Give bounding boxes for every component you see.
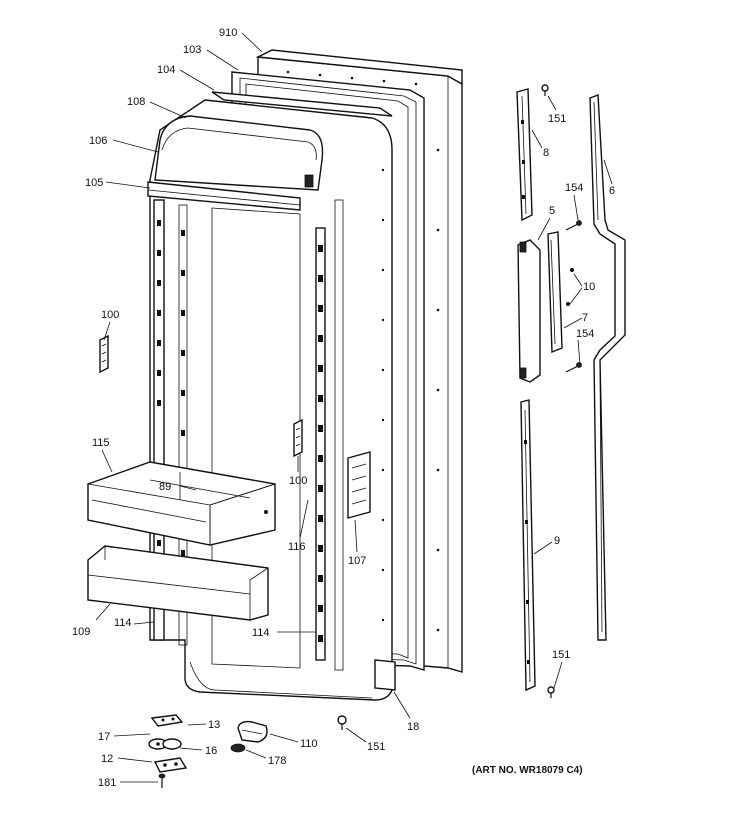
label-116: 116 xyxy=(288,541,306,553)
label-178: 178 xyxy=(268,755,286,767)
label-100-middle: 100 xyxy=(289,475,307,487)
label-151-top: 151 xyxy=(548,113,566,125)
door-bin xyxy=(86,461,276,546)
screw-bottom xyxy=(337,715,347,730)
screw-top-right xyxy=(541,84,549,96)
label-18: 18 xyxy=(407,721,419,733)
label-6: 6 xyxy=(609,185,615,197)
label-107: 107 xyxy=(348,555,366,567)
hinge-bracket xyxy=(347,451,371,519)
label-910: 910 xyxy=(219,27,237,39)
bottom-bracket xyxy=(374,659,396,691)
label-106: 106 xyxy=(89,135,107,147)
door-shelf-bar xyxy=(87,545,269,621)
label-110: 110 xyxy=(300,738,318,750)
label-7: 7 xyxy=(582,312,588,324)
label-100-upper: 100 xyxy=(101,309,119,321)
handle-long-trim xyxy=(589,94,626,641)
label-10: 10 xyxy=(583,281,595,293)
label-154-upper: 154 xyxy=(565,182,583,194)
handle-lower-trim xyxy=(520,399,536,692)
art-number-caption: (ART NO. WR18079 C4) xyxy=(472,765,583,776)
handle-bracket xyxy=(517,239,541,383)
label-5: 5 xyxy=(549,205,555,217)
label-114-left: 114 xyxy=(114,617,132,629)
label-109: 109 xyxy=(72,626,90,638)
part-labels: 910 103 104 108 106 105 100 115 89 100 1… xyxy=(72,27,615,789)
handle xyxy=(547,231,563,354)
clip-left xyxy=(99,334,109,374)
label-12: 12 xyxy=(101,753,113,765)
label-151-bottom: 151 xyxy=(367,741,385,753)
label-9: 9 xyxy=(554,535,560,547)
label-181: 181 xyxy=(98,777,116,789)
hinge-parts xyxy=(148,714,188,788)
label-114-right: 114 xyxy=(252,627,270,639)
label-151-right: 151 xyxy=(552,649,570,661)
label-108: 108 xyxy=(127,96,145,108)
dairy-compartment-door xyxy=(147,115,324,211)
label-89: 89 xyxy=(159,481,171,493)
label-154-lower: 154 xyxy=(576,328,594,340)
hinge-cap xyxy=(230,720,268,753)
clip-middle xyxy=(293,418,303,458)
screw-bottom-right xyxy=(547,686,555,698)
label-16: 16 xyxy=(205,745,217,757)
left-shelf-rail xyxy=(153,199,188,646)
right-shelf-rail xyxy=(315,199,344,671)
label-115: 115 xyxy=(92,437,110,449)
label-8: 8 xyxy=(543,147,549,159)
handle-upper-trim xyxy=(516,88,533,222)
label-104: 104 xyxy=(157,64,175,76)
leader-lines xyxy=(95,32,613,783)
label-103: 103 xyxy=(183,44,201,56)
label-13: 13 xyxy=(208,719,220,731)
top-frame-bracket xyxy=(211,91,393,117)
handle-screws xyxy=(565,220,582,373)
label-105: 105 xyxy=(85,177,103,189)
label-17: 17 xyxy=(98,731,110,743)
